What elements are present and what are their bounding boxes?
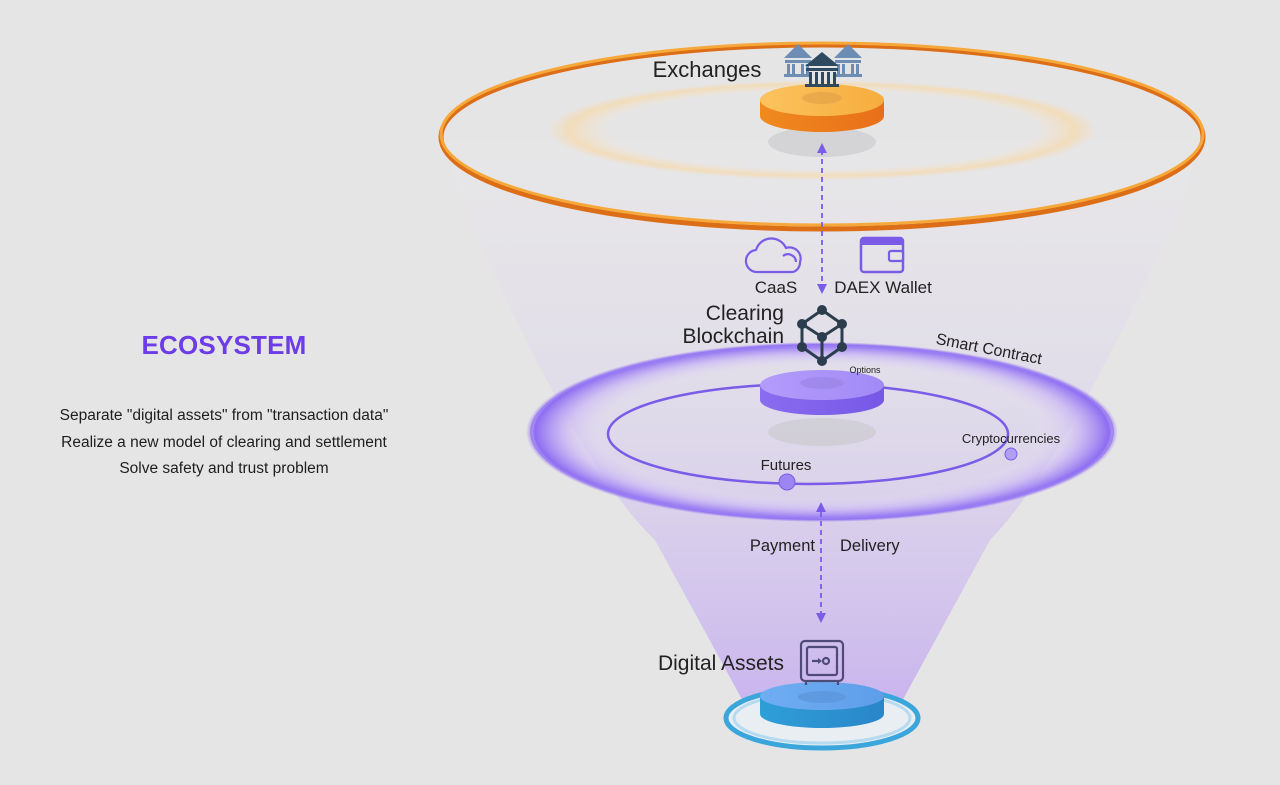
- digital-assets-layer: Digital Assets: [658, 639, 921, 751]
- exchanges-disc: [760, 84, 884, 132]
- orbit-label-cryptocurrencies: Cryptocurrencies: [962, 431, 1061, 446]
- exchanges-arrow: [817, 143, 827, 294]
- safe-vault-icon: [799, 639, 845, 685]
- disc-shadow: [768, 418, 876, 446]
- payment-label: Payment: [750, 537, 816, 555]
- bank-building-icon: [784, 44, 862, 87]
- exchanges-label: Exchanges: [653, 57, 762, 82]
- delivery-label: Delivery: [840, 537, 900, 555]
- ecosystem-description: Separate "digital assets" from "transact…: [0, 403, 448, 483]
- blockchain-label: Blockchain: [682, 325, 784, 348]
- exchanges-layer: Exchanges: [438, 41, 1206, 232]
- daex-wallet-label: DAEX Wallet: [834, 278, 932, 297]
- clearing-label: Clearing: [706, 302, 784, 325]
- orbit-label-futures: Futures: [761, 457, 812, 474]
- digital-assets-disc: [760, 682, 884, 728]
- clearing-layer: Options Futures Cryptocurrencies Smart C…: [526, 331, 1118, 522]
- orbit-node-cryptocurrencies: [1004, 447, 1018, 461]
- cloud-icon: [744, 237, 802, 274]
- ecosystem-title: ECOSYSTEM: [141, 330, 307, 360]
- caas-label: CaaS: [755, 278, 798, 297]
- blockchain-cube-icon: [797, 305, 847, 366]
- clearing-disc: [760, 370, 884, 415]
- wallet-icon: [859, 236, 905, 274]
- description-line: Separate "digital assets" from "transact…: [59, 407, 389, 424]
- orbit-label-options: Options: [849, 365, 881, 375]
- payment-delivery-arrow: [816, 502, 826, 623]
- orbit-node-futures: [778, 473, 796, 491]
- description-line: Solve safety and trust problem: [119, 460, 329, 477]
- description-line: Realize a new model of clearing and sett…: [61, 433, 387, 451]
- disc-shadow: [768, 127, 876, 157]
- digital-assets-label: Digital Assets: [658, 652, 784, 675]
